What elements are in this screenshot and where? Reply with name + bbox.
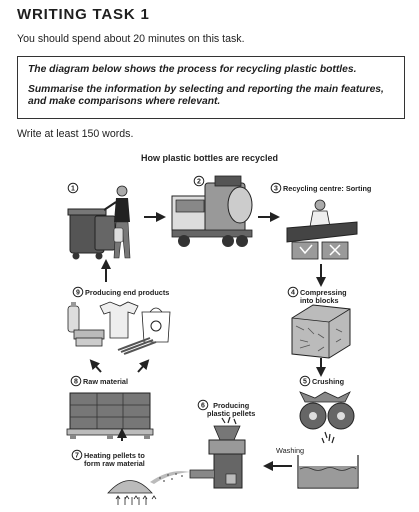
stage-9-products-illustration [67, 301, 171, 355]
stage-5-label: Crushing [312, 377, 345, 386]
time-instruction: You should spend about 20 minutes on thi… [17, 33, 245, 45]
stage-number-1: 1 [67, 182, 79, 194]
t-shirt-icon [99, 301, 139, 339]
word-requirement: Write at least 150 words. [17, 128, 134, 140]
stage-number-6: 6 [197, 399, 209, 411]
stage-number-1-text: 1 [71, 186, 75, 193]
stage-6-label-line-2: plastic pellets [207, 409, 256, 419]
stage-6-label-line-1: Producing [213, 401, 250, 410]
stage-number-4: 4 [287, 286, 299, 298]
stage-3-sorting-illustration [286, 199, 358, 260]
stage-7-heating-illustration [107, 480, 157, 505]
stage-4-label: Compressing into blocks [300, 288, 347, 306]
task-prompt-box: The diagram below shows the process for … [17, 56, 405, 119]
task-prompt-line-1: The diagram below shows the process for … [28, 64, 357, 75]
stage-7-label: Heating pellets to form raw material [84, 451, 145, 469]
stage-9-label: Producing end products [85, 288, 170, 297]
washing-label: Washing [276, 446, 305, 455]
arrow-8-to-9a [89, 359, 102, 373]
stage-8-label: Raw material [83, 377, 129, 386]
stage-number-6-text: 6 [201, 403, 205, 410]
stage-number-3: 3 [270, 182, 282, 194]
wheelie-bin-2 [94, 215, 116, 251]
stage-8-sacks-illustration [66, 392, 154, 439]
stage-6-label: Producing plastic pellets [207, 401, 256, 419]
task-heading: WRITING TASK 1 [17, 6, 150, 23]
flow-arrows [89, 212, 326, 471]
stage-6-pellet-machine-illustration [150, 416, 246, 489]
stage-7-label-line-1: Heating pellets to [84, 451, 145, 460]
stage-number-2: 2 [193, 175, 205, 187]
stage-number-9: 9 [72, 286, 84, 298]
stage-7-label-line-2: form raw material [84, 459, 145, 469]
task-prompt-line-2: Summarise the information by selecting a… [28, 83, 384, 108]
stage-number-3-text: 3 [274, 186, 278, 193]
stage-5-crusher-illustration [297, 391, 359, 489]
stage-number-8-text: 8 [74, 379, 78, 386]
stage-number-4-text: 4 [291, 290, 295, 297]
stage-3-label: Recycling centre: Sorting [283, 184, 372, 193]
stage-number-2-text: 2 [197, 179, 201, 186]
stage-4-block-illustration [291, 304, 351, 359]
stage-number-5: 5 [299, 375, 311, 387]
diagram-title: How plastic bottles are recycled [140, 153, 279, 163]
stage-number-9-text: 9 [76, 290, 80, 297]
stage-number-7: 7 [71, 449, 83, 461]
stage-1-bin-illustration [67, 185, 131, 260]
stage-number-5-text: 5 [303, 379, 307, 386]
stage-4-label-line-1: Compressing [300, 288, 347, 297]
arrow-8-to-9b [137, 359, 150, 373]
stage-number-8: 8 [70, 375, 82, 387]
stage-4-label-line-2: into blocks [300, 296, 339, 306]
stage-number-7-text: 7 [75, 453, 79, 460]
stage-2-truck-illustration [171, 175, 253, 247]
